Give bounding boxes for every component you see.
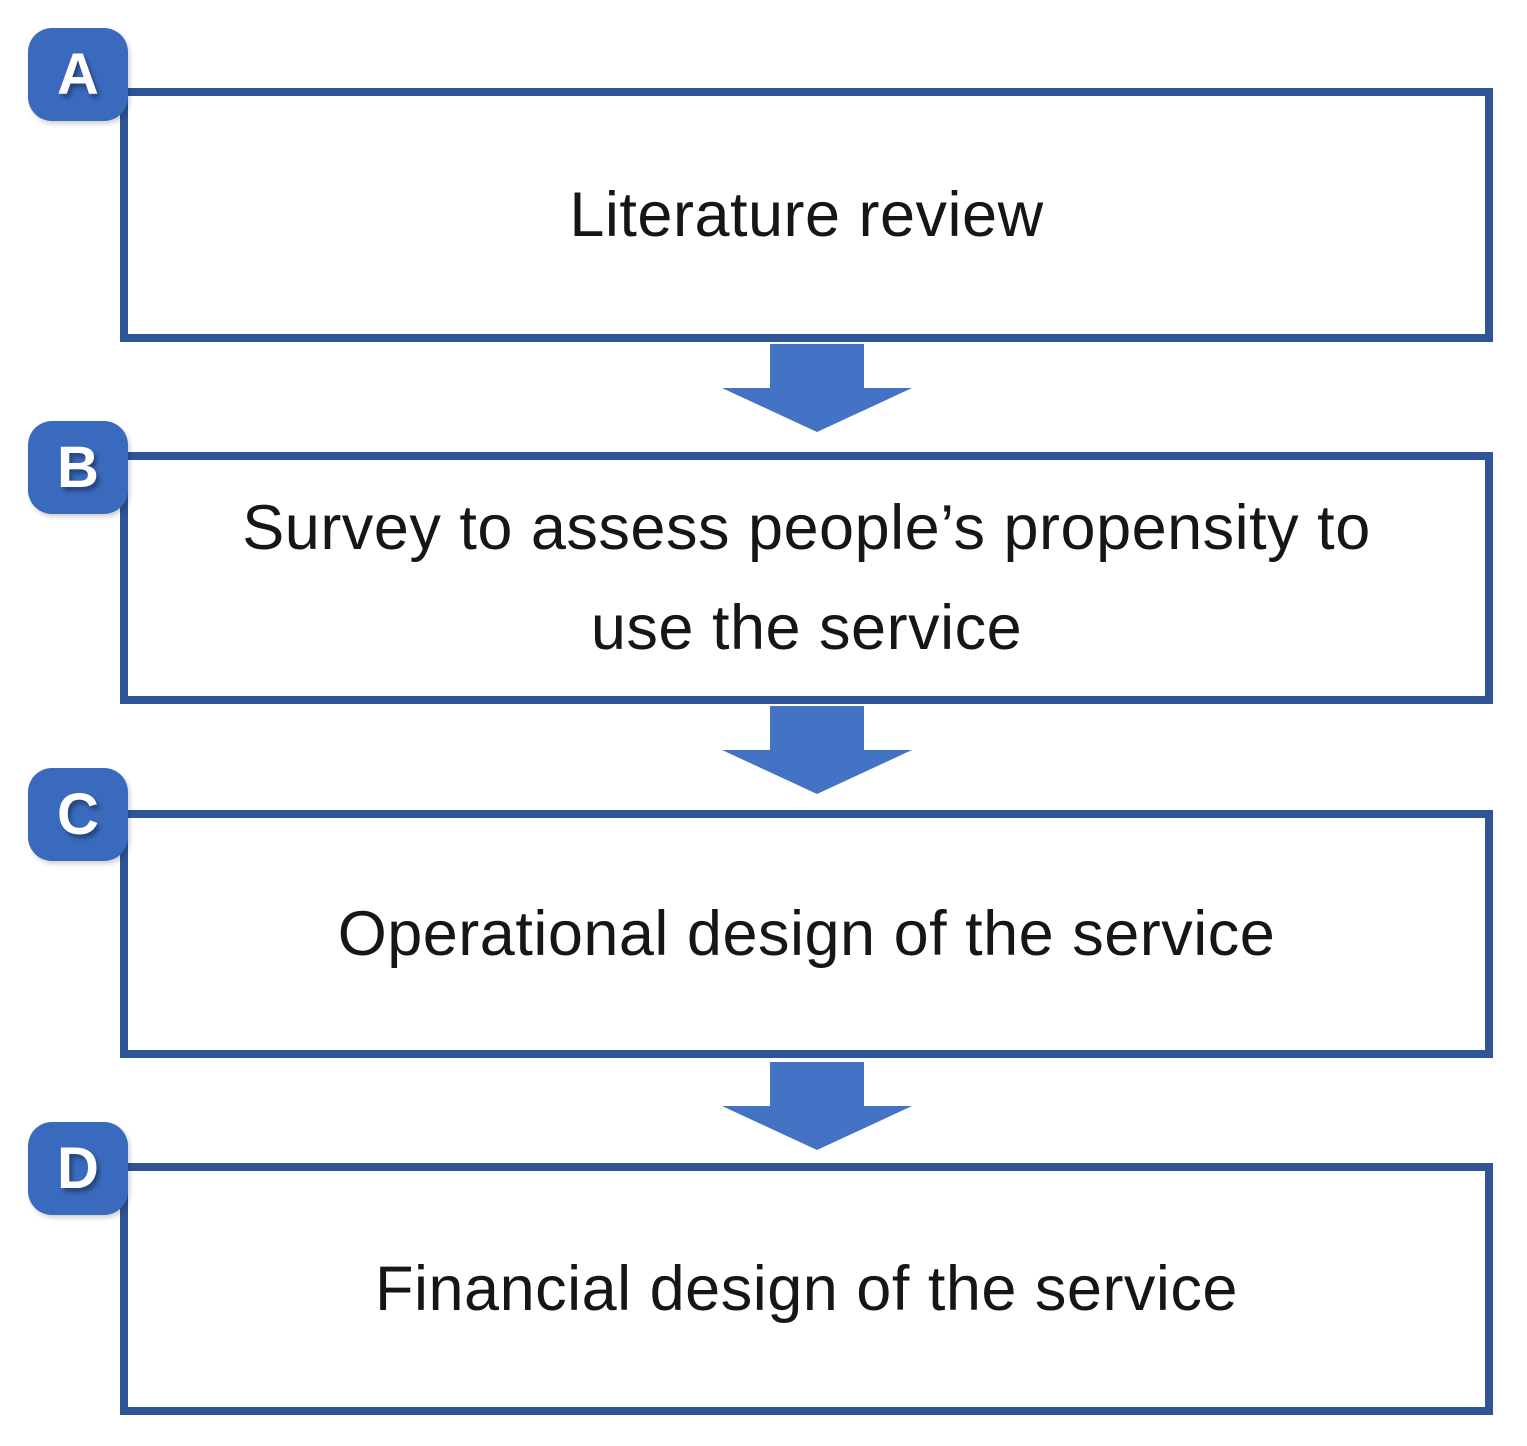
step-box-survey: Survey to assess people’s propensity to … <box>120 452 1493 704</box>
down-arrow-icon <box>722 344 912 432</box>
step-badge-d-letter: D <box>57 1136 99 1201</box>
step-label: Operational design of the service <box>337 899 1276 969</box>
down-arrow-icon <box>722 706 912 794</box>
step-box-operational-design: Operational design of the service <box>120 810 1493 1058</box>
step-badge-b: B <box>28 421 128 514</box>
step-label: Financial design of the service <box>375 1254 1238 1324</box>
step-box-financial-design: Financial design of the service <box>120 1163 1493 1415</box>
step-label: Literature review <box>569 180 1044 250</box>
step-badge-b-letter: B <box>57 435 99 500</box>
step-badge-a-letter: A <box>57 42 99 107</box>
step-badge-c-letter: C <box>57 782 99 847</box>
step-box-literature-review: Literature review <box>120 88 1493 342</box>
step-badge-c: C <box>28 768 128 861</box>
step-label-line-1: Survey to assess people’s propensity to <box>242 493 1371 563</box>
step-badge-a: A <box>28 28 128 121</box>
step-label-line-2: use the service <box>590 593 1023 663</box>
step-badge-d: D <box>28 1122 128 1215</box>
down-arrow-icon <box>722 1062 912 1150</box>
